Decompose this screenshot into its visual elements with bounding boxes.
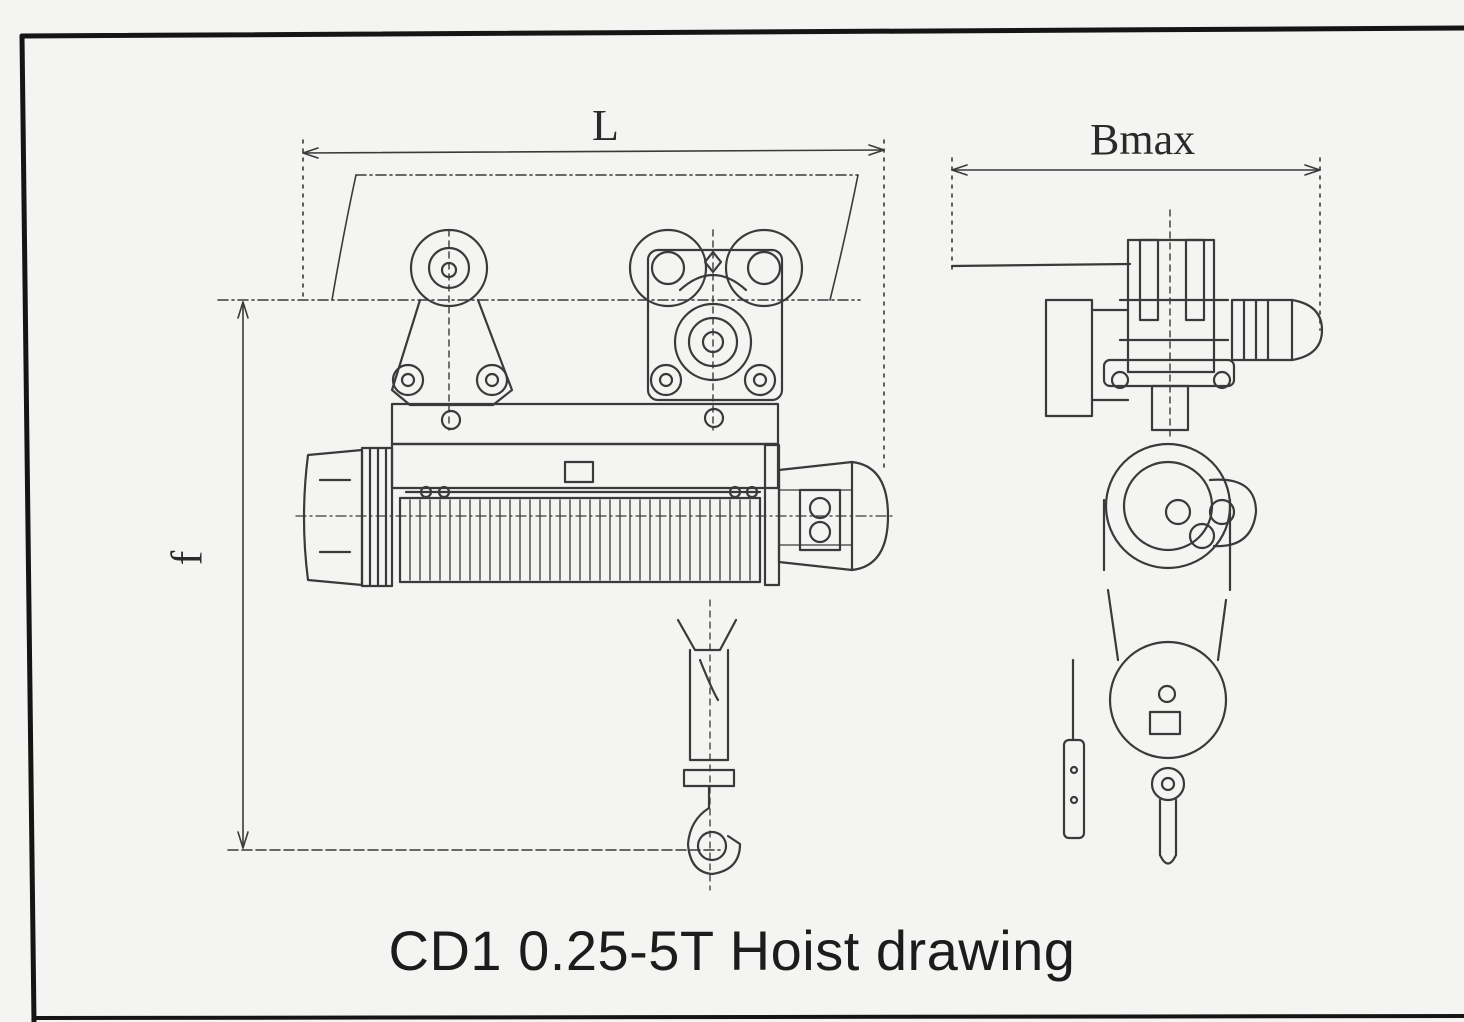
dimension-line-f (227, 301, 721, 851)
frame-border (19, 25, 1464, 1022)
side-hook-block (1106, 588, 1228, 865)
side-view (950, 157, 1324, 865)
side-beam-flange (950, 209, 1171, 441)
hook-block (676, 599, 742, 891)
i-beam-rail (217, 174, 861, 301)
side-trolley (1044, 238, 1324, 432)
dimension-line-Bmax (951, 157, 1321, 331)
hoist-body (295, 442, 897, 588)
front-view (217, 139, 897, 891)
drawing-caption: CD1 0.25-5T Hoist drawing (388, 919, 1076, 982)
pendant-controller (1062, 658, 1086, 840)
dimension-label-Bmax: Bmax (1090, 115, 1196, 164)
dimension-label-L: L (592, 101, 619, 150)
drum-rope-grooves (409, 499, 751, 581)
side-drum (1102, 442, 1258, 592)
dimension-label-f: f (162, 550, 212, 566)
left-trolley-wheel (390, 228, 514, 431)
dimension-line-L (302, 139, 885, 471)
trolley-cross-plate (390, 402, 780, 446)
right-trolley-wheels (628, 228, 804, 431)
